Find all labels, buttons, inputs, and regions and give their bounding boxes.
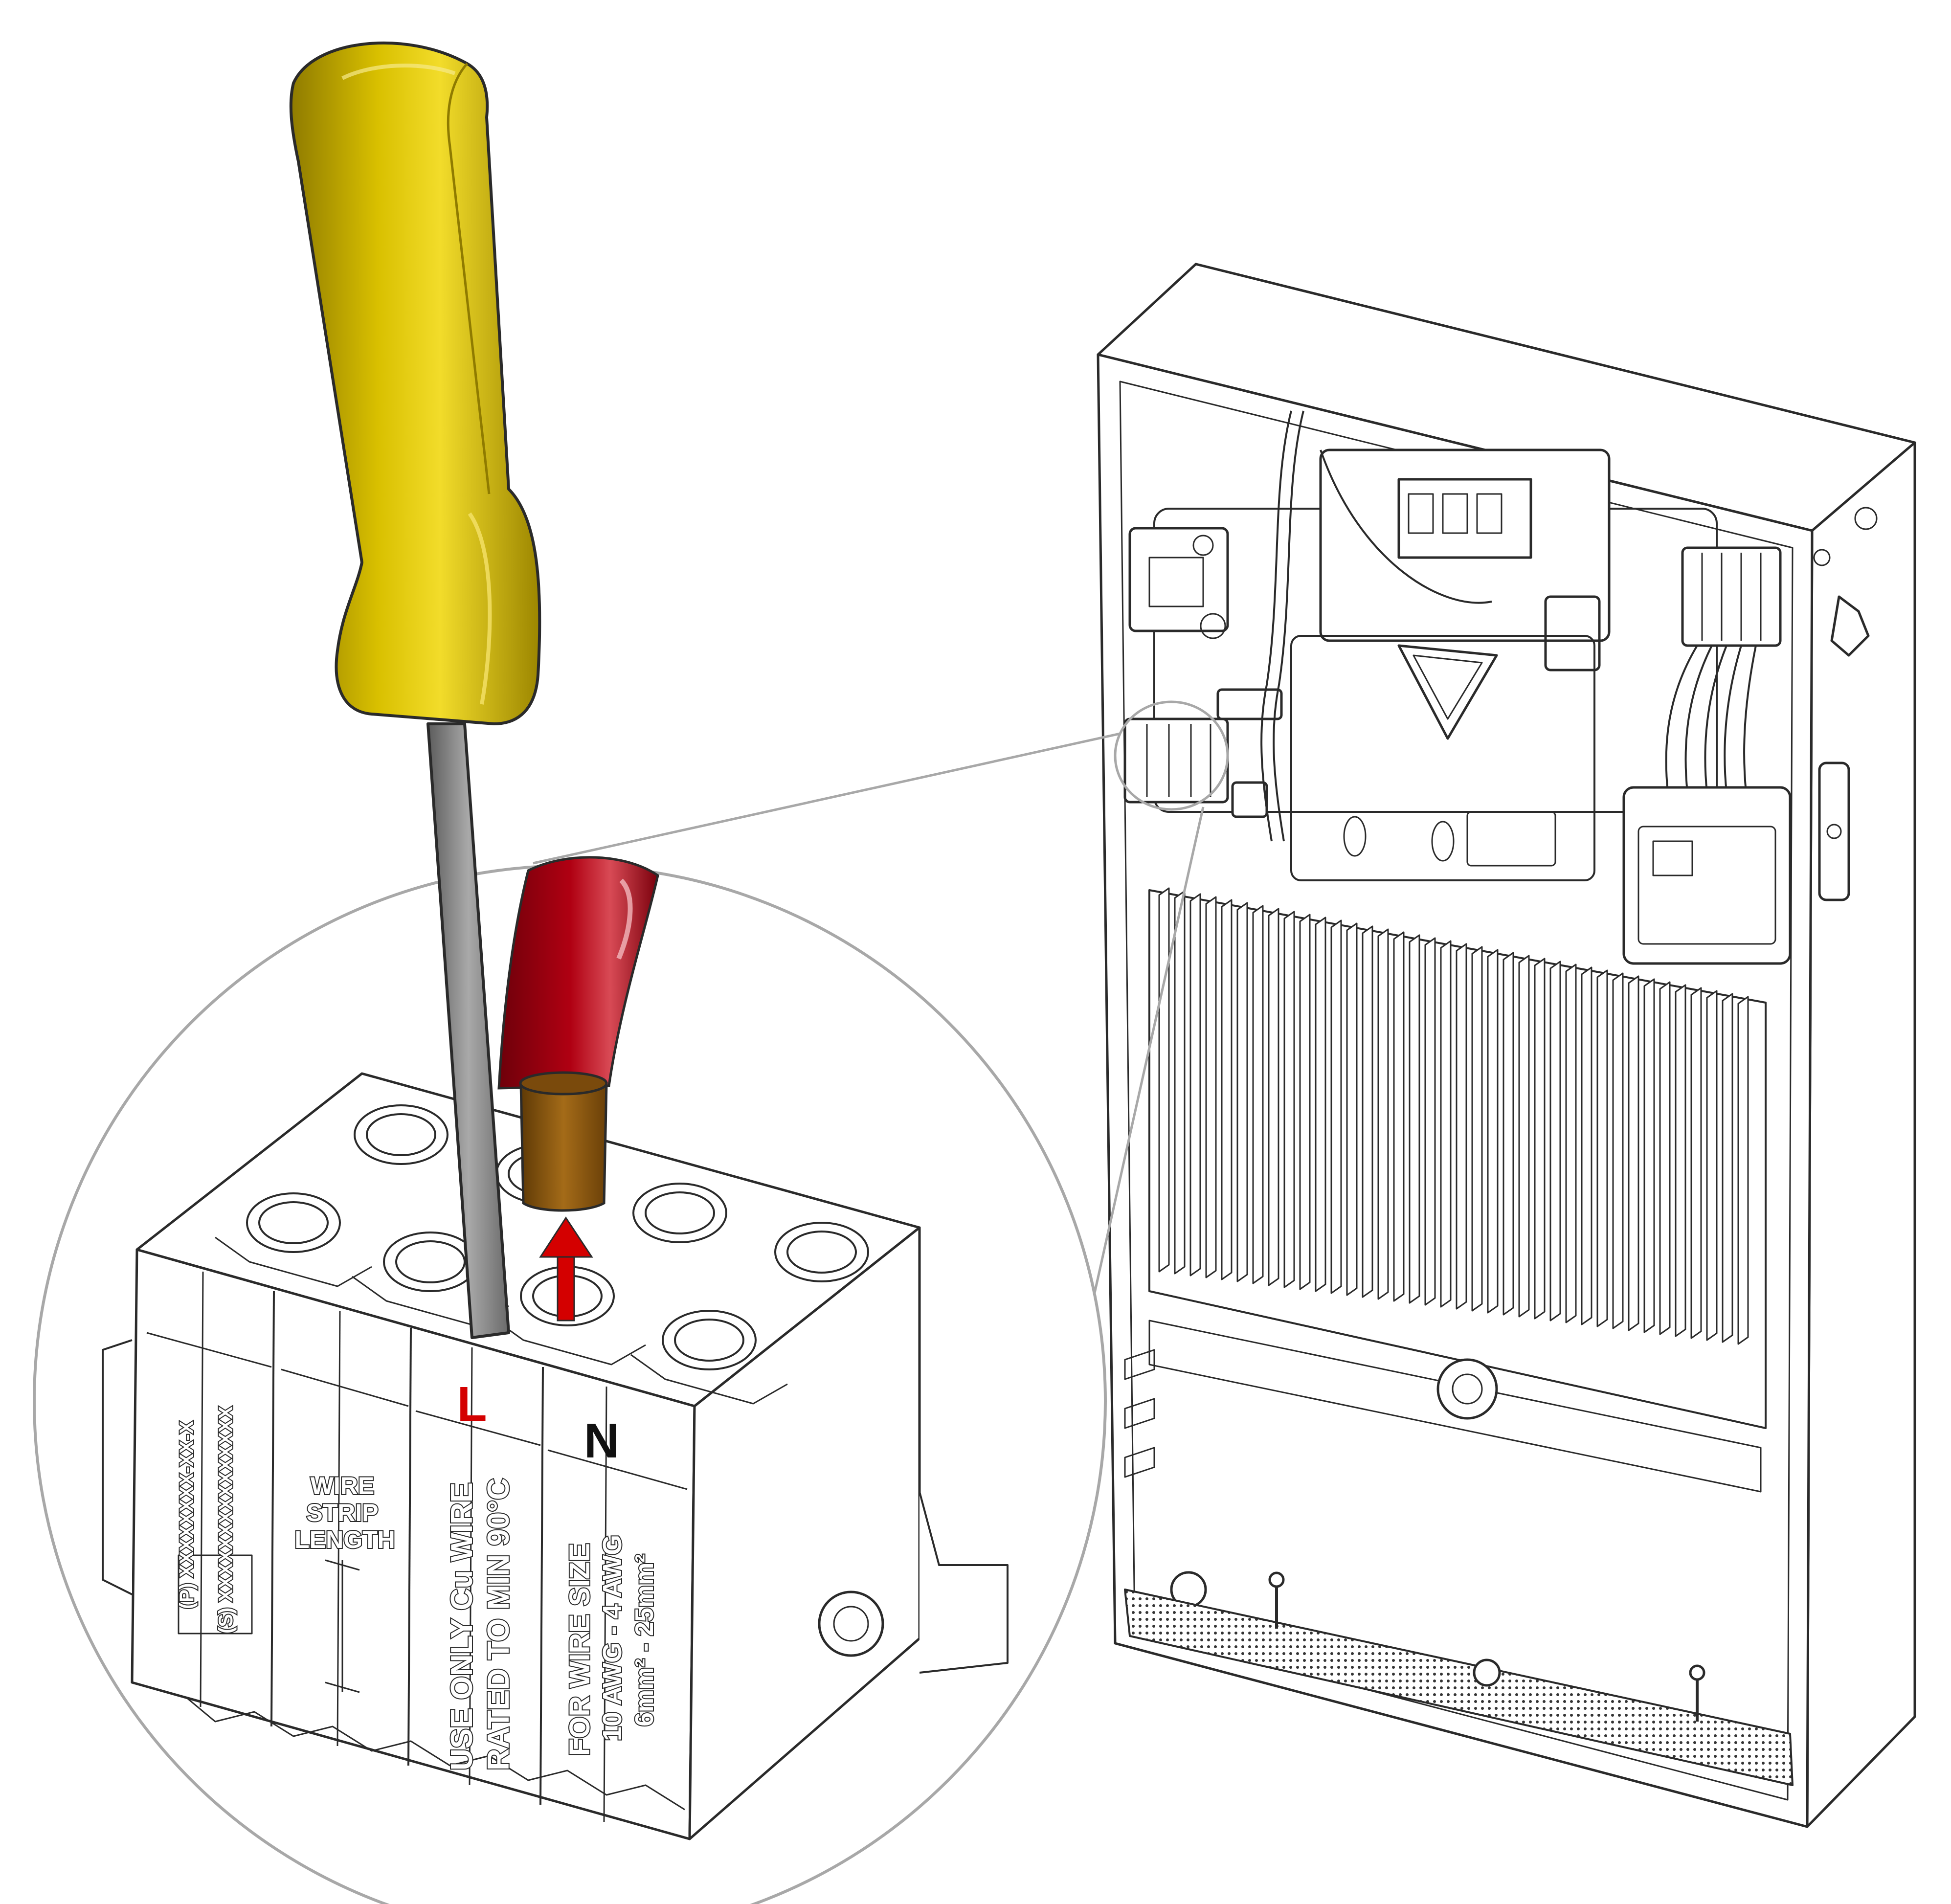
heatsink-fin	[1581, 966, 1592, 1325]
heatsink-fin	[1487, 949, 1499, 1314]
heatsink-fin	[1737, 996, 1749, 1345]
heatsink-fin	[1424, 937, 1436, 1306]
part-number-secondary: (S) XXXXXXXXXXXXXXX	[215, 1406, 237, 1634]
heatsink-fin	[1377, 928, 1389, 1300]
heatsink-fin	[1283, 911, 1295, 1288]
heatsink-fin	[1299, 914, 1311, 1290]
wire-strip-label-2: STRIP	[306, 1499, 378, 1526]
wire-insulation	[497, 856, 659, 1090]
heatsink-fin	[1659, 981, 1671, 1335]
red-wire	[497, 856, 659, 1212]
heatsink-fin	[1706, 990, 1718, 1341]
cu-wire-warning-2: RATED TO MIN 90°C	[482, 1478, 516, 1770]
heatsink-fin	[1612, 972, 1624, 1329]
arrow-up-icon	[539, 1216, 593, 1322]
heatsink-fin	[1221, 899, 1233, 1280]
heatsink-fin	[1440, 940, 1452, 1308]
inverter-unit	[1097, 263, 1916, 1828]
heatsink-fin	[1409, 934, 1420, 1304]
wire-size-mm2: 6mm² - 25mm²	[630, 1554, 659, 1726]
wire-size-awg: 10 AWG - 4 AWG	[598, 1535, 627, 1741]
screwdriver-shaft	[426, 722, 510, 1339]
heatsink-fin	[1456, 943, 1467, 1310]
heatsink-fin	[1471, 946, 1483, 1312]
heatsink-fin	[1534, 958, 1546, 1320]
heatsink-fin	[1549, 961, 1561, 1322]
heatsink-fin	[1362, 925, 1373, 1298]
terminal-marker-L: L	[457, 1377, 487, 1432]
heatsink-fin	[1189, 893, 1201, 1277]
heatsink-fin	[1628, 975, 1639, 1331]
heatsink-fin	[1268, 908, 1279, 1286]
heatsink-fin	[1236, 902, 1248, 1282]
part-number-primary: (P) XXXXXXXX-XX-X	[176, 1421, 198, 1609]
heatsink-fin	[1174, 890, 1186, 1275]
cu-wire-warning-1: USE ONLY Cu WIRE	[445, 1482, 479, 1770]
heatsink-fin	[1643, 978, 1655, 1333]
heatsink-fin	[1158, 887, 1170, 1273]
heatsink-fin	[1675, 984, 1686, 1337]
heatsink-fin	[1393, 931, 1405, 1302]
screwdriver-handle	[289, 42, 541, 725]
heatsink-fin	[1518, 955, 1530, 1318]
heatsink-fin	[1722, 993, 1733, 1343]
heatsink-fin	[1252, 905, 1264, 1284]
wire-conductor	[519, 1082, 608, 1212]
wire-strip-label-3: LENGTH	[294, 1526, 395, 1553]
heatsink-fin	[1565, 963, 1577, 1323]
heatsink-fin	[1690, 987, 1702, 1339]
heatsink-fin	[1346, 922, 1358, 1296]
heatsink-fin	[1330, 919, 1342, 1294]
terminal-labels: (P) XXXXXXXX-XX-X (S) XXXXXXXXXXXXXXX WI…	[175, 1377, 660, 1771]
wire-strip-label-1: WIRE	[311, 1472, 375, 1500]
terminal-marker-N: N	[584, 1413, 619, 1468]
wire-size-label: FOR WIRE SIZE	[564, 1543, 596, 1756]
heatsink-fin	[1205, 896, 1217, 1278]
heatsink-fin	[1596, 969, 1608, 1327]
heatsink-fin	[1315, 917, 1326, 1292]
screwdriver-icon	[289, 42, 541, 1339]
heatsink-fin	[1502, 952, 1514, 1316]
